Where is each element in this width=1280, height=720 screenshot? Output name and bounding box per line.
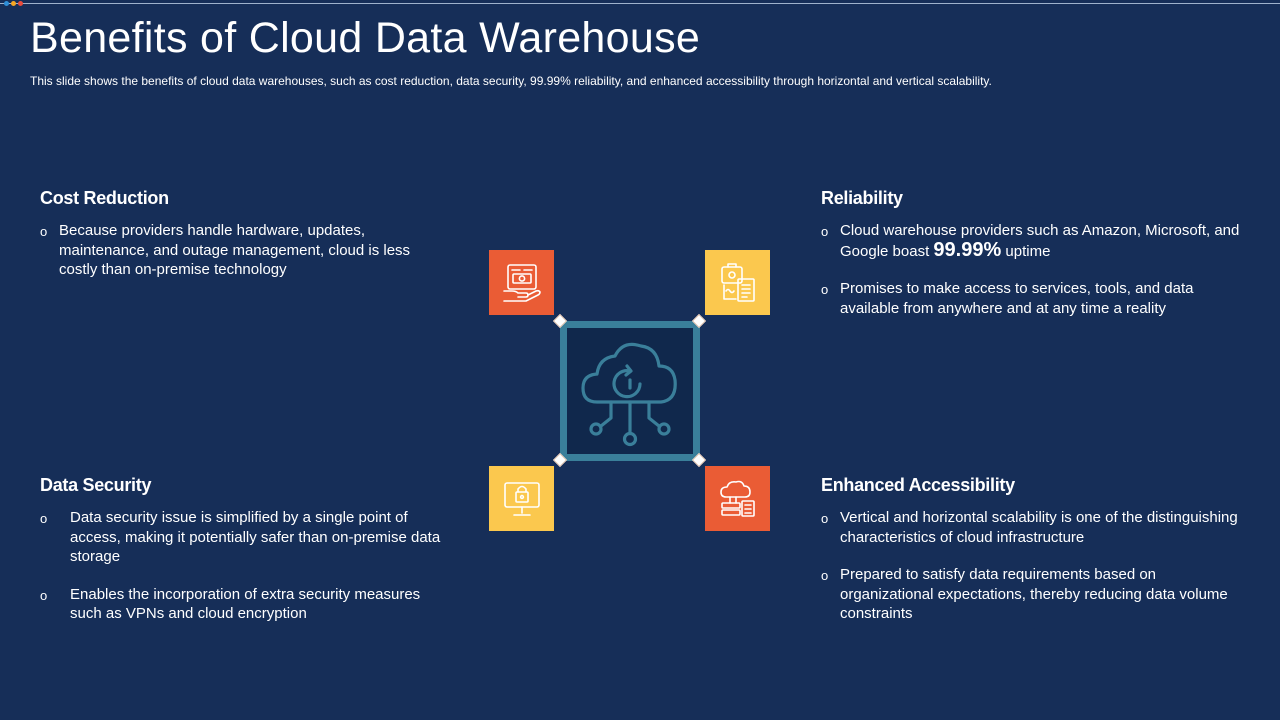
slide-subtitle: This slide shows the benefits of cloud d… [30,74,992,88]
data-security-list: o Data security issue is simplified by a… [40,508,450,624]
cost-reduction-section: Cost Reduction o Because providers handl… [40,188,450,280]
enhanced-accessibility-section: Enhanced Accessibility o Vertical and ho… [821,475,1241,642]
dot-red [18,1,23,6]
reliability-tile [705,250,770,315]
list-item: o Vertical and horizontal scalability is… [821,508,1241,547]
top-rule [0,3,1280,4]
bullet-text: Enables the incorporation of extra secur… [70,585,421,623]
bullet-marker: o [821,568,829,583]
uptime-value: 99.99% [933,238,1002,261]
list-item: o Data security issue is simplified by a… [40,508,450,567]
bullet-text: Data security issue is simplified by a s… [70,509,441,565]
bullet-text: Prepared to satisfy data requirements ba… [840,566,1228,622]
reliability-section: Reliability o Cloud warehouse providers … [821,188,1241,336]
data-security-section: Data Security o Data security issue is s… [40,475,450,642]
cloud-server-access-icon [719,480,755,517]
bullet-text: Vertical and horizontal scalability is o… [840,509,1238,546]
dot-amber [11,1,16,6]
cost-reduction-list: o Because providers handle hardware, upd… [40,221,450,280]
bullet-text-end: uptime [1001,242,1051,260]
list-item: o Promises to make access to services, t… [821,279,1241,318]
window-dots [4,1,23,6]
documents-reliability-icon [720,262,755,302]
list-item: o Prepared to satisfy data requirements … [821,565,1241,624]
bullet-text: Promises to make access to services, too… [840,280,1194,317]
cost-money-icon [502,263,541,302]
data-security-heading: Data Security [40,475,152,495]
list-item: o Because providers handle hardware, upd… [40,221,450,280]
bullet-marker: o [40,224,48,239]
cost-reduction-heading: Cost Reduction [40,188,169,208]
enhanced-accessibility-tile [705,466,770,531]
enhanced-accessibility-heading: Enhanced Accessibility [821,475,1015,495]
enhanced-accessibility-list: o Vertical and horizontal scalability is… [821,508,1241,624]
data-security-tile [489,466,554,531]
list-item: o Enables the incorporation of extra sec… [40,585,450,624]
reliability-list: o Cloud warehouse providers such as Amaz… [821,221,1241,318]
bullet-text: Because providers handle hardware, updat… [59,222,411,278]
bullet-marker: o [821,282,829,297]
list-item: o Cloud warehouse providers such as Amaz… [821,221,1241,261]
cloud-network-icon [581,342,677,447]
slide-title: Benefits of Cloud Data Warehouse [30,14,701,62]
bullet-marker: o [40,587,48,603]
center-cloud-box [560,321,700,461]
bullet-marker: o [821,511,829,526]
bullet-marker: o [40,511,48,526]
monitor-lock-icon [503,481,540,516]
reliability-heading: Reliability [821,188,903,208]
dot-blue [4,1,9,6]
bullet-marker: o [821,224,829,239]
cost-tile [489,250,554,315]
bullet-text: Cloud warehouse providers such as Amazon… [840,222,1240,260]
